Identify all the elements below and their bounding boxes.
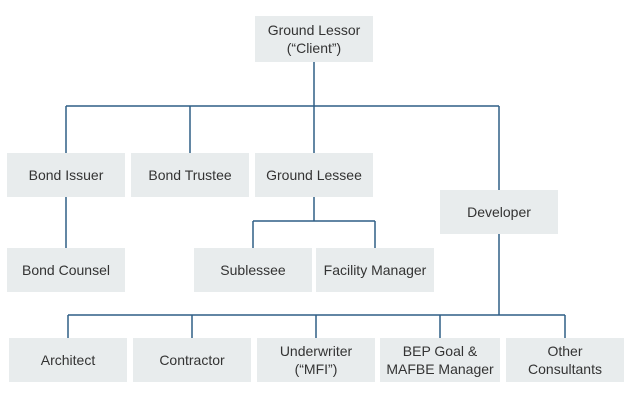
node-label-line: Bond Issuer — [28, 167, 104, 183]
node-label-line: Facility Manager — [323, 262, 427, 278]
node-label-line: BEP Goal & — [402, 343, 478, 359]
node-label-line: MAFBE Manager — [386, 361, 494, 377]
node-architect: Architect — [9, 338, 127, 382]
node-label-line: (“Client”) — [286, 40, 342, 56]
node-label-line: Consultants — [528, 361, 602, 377]
node-bond-trustee: Bond Trustee — [131, 153, 249, 197]
node-ground-lessor: Ground Lessor (“Client”) — [255, 16, 373, 62]
node-label-line: Bond Counsel — [22, 262, 110, 278]
node-label-line: Sublessee — [220, 262, 286, 278]
node-bond-counsel: Bond Counsel — [7, 248, 125, 292]
node-sublessee: Sublessee — [194, 248, 312, 292]
node-label-line: Ground Lessor — [267, 22, 361, 38]
node-ground-lessee: Ground Lessee — [255, 153, 373, 197]
node-label-line: Architect — [40, 352, 96, 368]
node-label-line: Bond Trustee — [148, 167, 232, 183]
node-underwriter: Underwriter (“MFI”) — [257, 338, 375, 382]
node-other-consultants: Other Consultants — [506, 338, 624, 382]
node-label-line: Ground Lessee — [266, 167, 362, 183]
node-facility-manager: Facility Manager — [316, 248, 434, 292]
node-label-line: Other — [547, 343, 583, 359]
node-label-line: Developer — [467, 204, 531, 220]
node-developer: Developer — [440, 190, 558, 234]
node-bep-goal-mafbe-manager: BEP Goal & MAFBE Manager — [380, 338, 500, 382]
node-bond-issuer: Bond Issuer — [7, 153, 125, 197]
node-label-line: Contractor — [159, 352, 225, 368]
node-label-line: Underwriter — [279, 343, 353, 359]
node-label-line: (“MFI”) — [294, 361, 338, 377]
node-contractor: Contractor — [133, 338, 251, 382]
